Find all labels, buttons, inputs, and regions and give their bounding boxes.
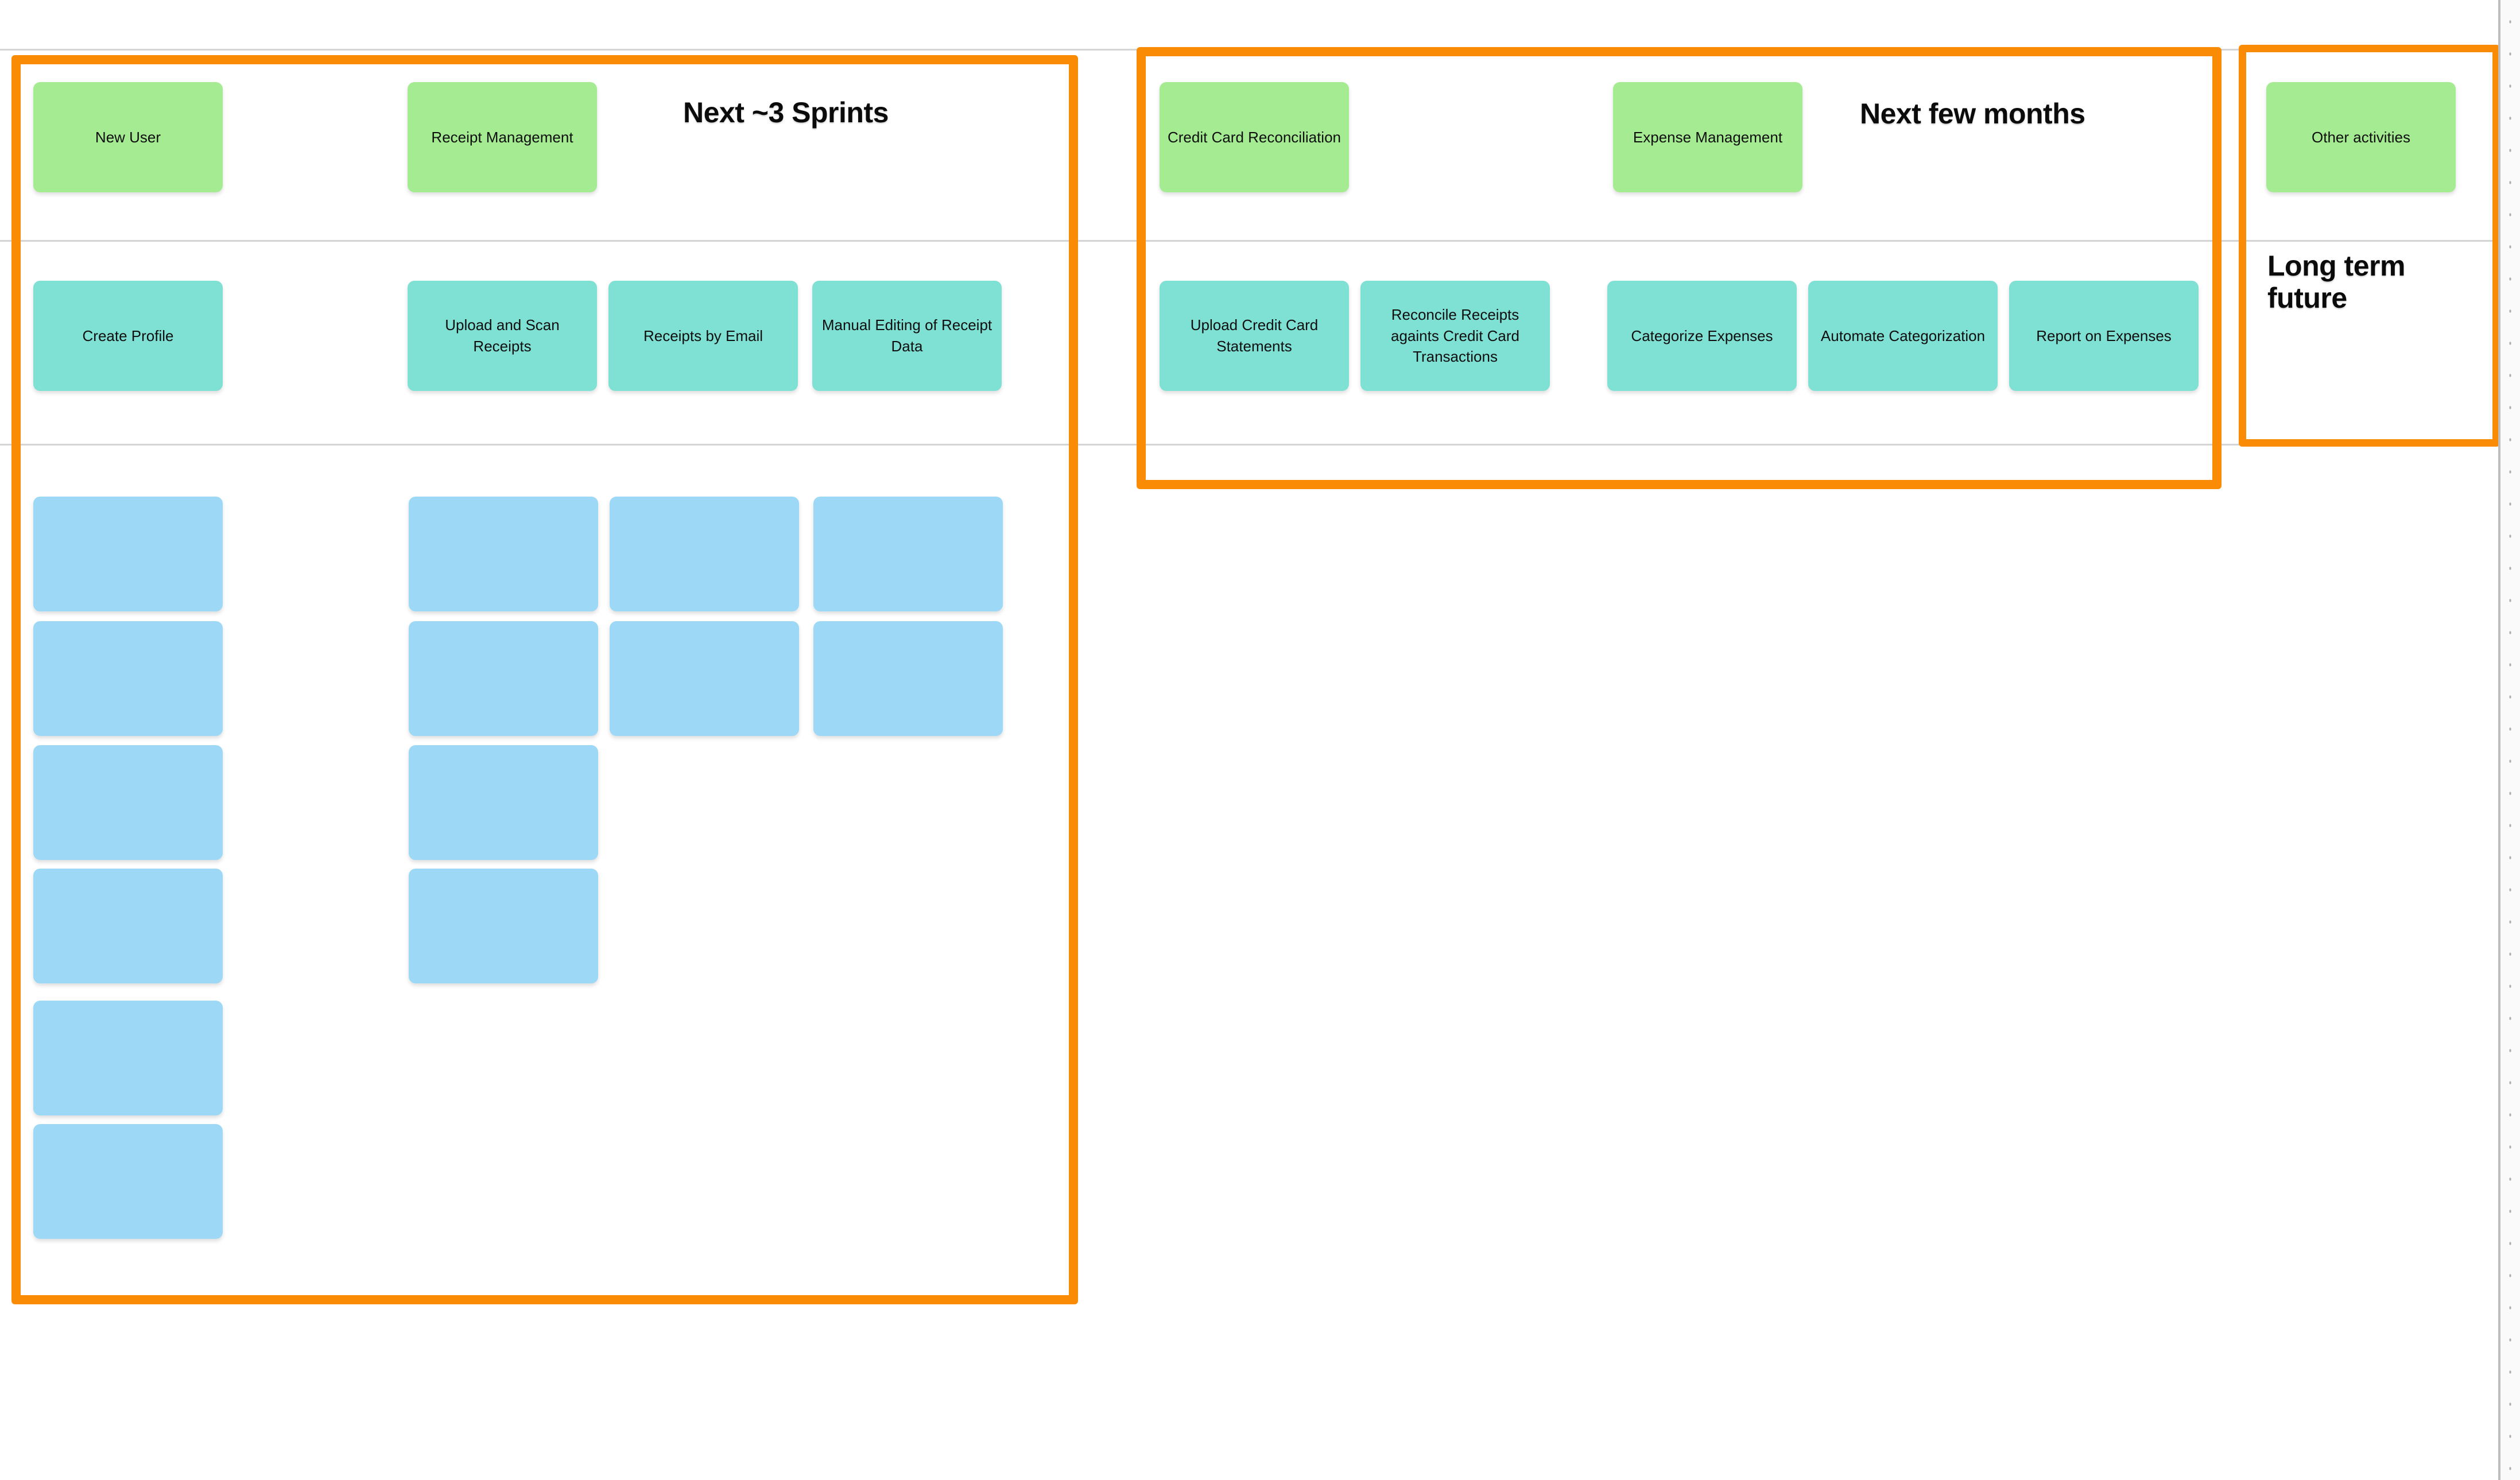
step-card-upload-credit-card-statements[interactable]: Upload Credit Card Statements — [1160, 281, 1349, 391]
lane-divider-top — [0, 49, 2520, 51]
activity-card-receipt-management[interactable]: Receipt Management — [408, 82, 597, 192]
activity-card-other-activities[interactable]: Other activities — [2266, 82, 2456, 192]
frame-long-term-future-title: Long term future — [2267, 250, 2405, 314]
story-card-empty-2[interactable] — [610, 497, 799, 611]
canvas-ruler-ticks — [2500, 0, 2520, 1480]
step-card-reconcile-receipts-againts-credit-card-transactions[interactable]: Reconcile Receipts againts Credit Card T… — [1360, 281, 1550, 391]
story-card-empty-12[interactable] — [33, 1001, 223, 1115]
step-card-automate-categorization[interactable]: Automate Categorization — [1808, 281, 1998, 391]
story-card-empty-6[interactable] — [610, 621, 799, 736]
activity-card-new-user[interactable]: New User — [33, 82, 223, 192]
frame-next-3-sprints-title: Next ~3 Sprints — [683, 96, 889, 129]
story-card-empty-1[interactable] — [409, 497, 598, 611]
story-card-empty-4[interactable] — [33, 621, 223, 736]
canvas-ruler-edge — [2498, 0, 2500, 1480]
story-card-empty-9[interactable] — [409, 745, 598, 860]
story-card-empty-0[interactable] — [33, 497, 223, 611]
step-card-report-on-expenses[interactable]: Report on Expenses — [2009, 281, 2199, 391]
step-card-create-profile[interactable]: Create Profile — [33, 281, 223, 391]
story-card-empty-8[interactable] — [33, 745, 223, 860]
story-card-empty-7[interactable] — [813, 621, 1003, 736]
story-card-empty-10[interactable] — [33, 869, 223, 983]
frame-next-few-months-title: Next few months — [1860, 98, 2085, 130]
step-card-receipts-by-email[interactable]: Receipts by Email — [608, 281, 798, 391]
lane-divider-bottom — [0, 444, 2520, 445]
step-card-manual-editing-of-receipt-data[interactable]: Manual Editing of Receipt Data — [812, 281, 1002, 391]
story-card-empty-5[interactable] — [409, 621, 598, 736]
step-card-categorize-expenses[interactable]: Categorize Expenses — [1607, 281, 1797, 391]
activity-card-credit-card-reconciliation[interactable]: Credit Card Reconciliation — [1160, 82, 1349, 192]
activity-card-expense-management[interactable]: Expense Management — [1613, 82, 1802, 192]
step-card-upload-and-scan-receipts[interactable]: Upload and Scan Receipts — [408, 281, 597, 391]
story-card-empty-13[interactable] — [33, 1124, 223, 1239]
story-card-empty-3[interactable] — [813, 497, 1003, 611]
lane-divider-middle — [0, 240, 2520, 242]
story-card-empty-11[interactable] — [409, 869, 598, 983]
